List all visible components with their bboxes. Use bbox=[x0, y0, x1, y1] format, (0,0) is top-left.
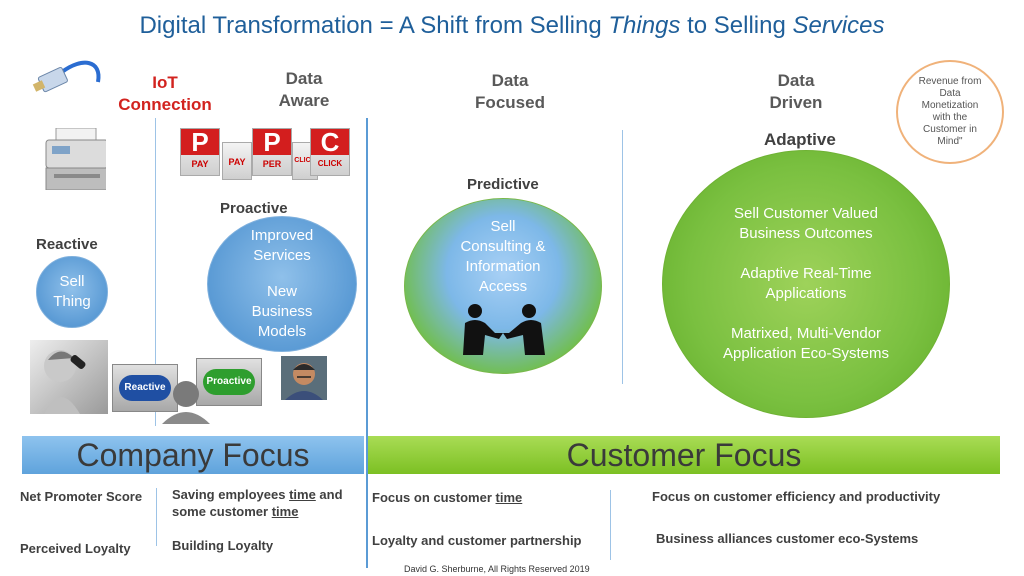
handshake-icon bbox=[463, 304, 545, 355]
header-data-focused: Data Focused bbox=[462, 70, 558, 114]
company-focus-label: Company Focus bbox=[76, 436, 310, 473]
divider-bottom-right bbox=[610, 490, 611, 560]
iot-line1: IoT bbox=[152, 73, 178, 92]
proactive-l1: Improved bbox=[250, 227, 314, 244]
predictive-circle: Sell Consulting & Information Access bbox=[404, 198, 602, 374]
ppc-blocks-image: P PAY PAY P PER CLICK C CLICK bbox=[178, 128, 350, 192]
header-data-driven: Data Driven bbox=[756, 70, 836, 114]
revenue-note-circle: Revenue from Data Monetization with the … bbox=[896, 60, 1004, 164]
reactive-proactive-buttons-image: Reactive Proactive bbox=[112, 358, 262, 424]
thinking-figure-icon bbox=[162, 381, 210, 424]
adaptive-l2: Business Outcomes bbox=[739, 225, 873, 242]
title-mid: to Selling bbox=[680, 12, 793, 39]
predictive-l4: Access bbox=[478, 278, 528, 295]
proactive-l4: Business bbox=[251, 303, 313, 320]
ppc-p1-letter: P bbox=[181, 129, 219, 155]
adaptive-circle: Sell Customer Valued Business Outcomes A… bbox=[662, 150, 950, 418]
ppc-c-letter: C bbox=[311, 129, 349, 155]
adaptive-l4: Applications bbox=[765, 285, 847, 302]
building-loyalty-text: Building Loyalty bbox=[172, 538, 274, 553]
customer-focus-label: Customer Focus bbox=[566, 436, 802, 473]
printer-icon bbox=[45, 128, 106, 190]
adaptive-l5: Matrixed, Multi-Vendor bbox=[730, 325, 882, 342]
ppc-box-p1: P PAY bbox=[180, 128, 220, 176]
adaptive-l1: Sell Customer Valued bbox=[734, 205, 878, 222]
adaptive-l6: Application Eco-Systems bbox=[723, 345, 889, 362]
saving-time1: time bbox=[289, 487, 316, 502]
stage-reactive: Reactive bbox=[36, 236, 98, 253]
predictive-l2: Consulting & bbox=[460, 238, 546, 255]
ppc-pay1: PAY bbox=[191, 159, 209, 169]
ppc-click1: CLICK bbox=[294, 157, 316, 164]
net-promoter-score-text: Net Promoter Score bbox=[20, 489, 143, 504]
ppc-pay2: PAY bbox=[228, 157, 246, 167]
saving-c: some customer bbox=[172, 504, 272, 519]
title-things: Things bbox=[608, 12, 681, 39]
business-alliances-text: Business alliances customer eco-Systems bbox=[656, 531, 919, 546]
perceived-loyalty-text: Perceived Loyalty bbox=[20, 541, 131, 556]
proactive-circle: Improved Services New Business Models bbox=[207, 216, 357, 352]
focus-customer-time-text: Focus on customer time bbox=[372, 490, 522, 505]
proactive-button-block: Proactive bbox=[196, 358, 262, 406]
header-data-aware-l1: Data bbox=[285, 69, 323, 88]
stage-predictive: Predictive bbox=[467, 176, 539, 193]
person-photo bbox=[281, 356, 327, 400]
iot-line2: Connection bbox=[118, 95, 212, 114]
copyright-footer: David G. Sherburne, All Rights Reserved … bbox=[404, 564, 590, 574]
reactive-button-block: Reactive bbox=[112, 364, 178, 412]
proactive-l3: New bbox=[266, 283, 297, 300]
focus-a: Focus on customer bbox=[372, 490, 496, 505]
header-data-driven-l1: Data bbox=[777, 71, 815, 90]
title-services: Services bbox=[792, 12, 885, 39]
ethernet-cable-icon bbox=[32, 60, 101, 93]
header-data-aware: Data Aware bbox=[262, 68, 346, 112]
child-phone-photo bbox=[30, 340, 108, 414]
page-title: Digital Transformation = A Shift from Se… bbox=[0, 12, 1024, 40]
reactive-button-label: Reactive bbox=[119, 375, 171, 401]
divider-company-customer bbox=[366, 118, 368, 568]
saving-employees-text: Saving employees time and some customer … bbox=[172, 486, 343, 520]
divider-iot bbox=[155, 118, 156, 426]
sell-thing-circle: Sell Thing bbox=[36, 256, 108, 328]
proactive-l2: Services bbox=[253, 247, 311, 264]
header-data-focused-l1: Data bbox=[491, 71, 529, 90]
iot-connection-label: IoT Connection bbox=[106, 72, 224, 116]
header-data-focused-l2: Focused bbox=[475, 93, 545, 112]
ppc-per: PER bbox=[262, 159, 282, 169]
saving-b: and bbox=[315, 487, 343, 502]
revenue-note-text: Revenue from Data Monetization with the … bbox=[918, 76, 982, 147]
saving-time2: time bbox=[271, 504, 299, 519]
sell-thing-l1: Sell bbox=[59, 273, 85, 290]
header-data-aware-l2: Aware bbox=[278, 91, 330, 110]
company-focus-bar: Company Focus bbox=[22, 436, 364, 474]
stage-adaptive: Adaptive bbox=[764, 130, 836, 149]
customer-efficiency-text: Focus on customer efficiency and product… bbox=[652, 489, 941, 504]
title-prefix: Digital Transformation = A Shift from Se… bbox=[139, 12, 609, 39]
ppc-box-pay: PAY bbox=[222, 142, 252, 180]
divider-bottom-left bbox=[156, 488, 157, 546]
predictive-l3: Information bbox=[465, 258, 541, 275]
stage-proactive: Proactive bbox=[220, 200, 288, 217]
loyalty-partnership-text: Loyalty and customer partnership bbox=[372, 533, 582, 548]
saving-a: Saving employees bbox=[172, 487, 290, 502]
customer-focus-bar: Customer Focus bbox=[368, 436, 1000, 474]
ppc-box-c: C CLICK bbox=[310, 128, 350, 176]
proactive-l5: Models bbox=[257, 323, 307, 340]
focus-time: time bbox=[495, 490, 523, 505]
divider-focused-driven bbox=[622, 130, 623, 384]
proactive-button-label: Proactive bbox=[203, 369, 255, 395]
ppc-click2: CLICK bbox=[317, 159, 343, 168]
adaptive-l3: Adaptive Real-Time bbox=[740, 265, 872, 282]
header-data-driven-l2: Driven bbox=[769, 93, 823, 112]
predictive-l1: Sell bbox=[490, 218, 516, 235]
ppc-p2-letter: P bbox=[253, 129, 291, 155]
ppc-box-p2: P PER bbox=[252, 128, 292, 176]
sell-thing-l2: Thing bbox=[53, 293, 91, 310]
